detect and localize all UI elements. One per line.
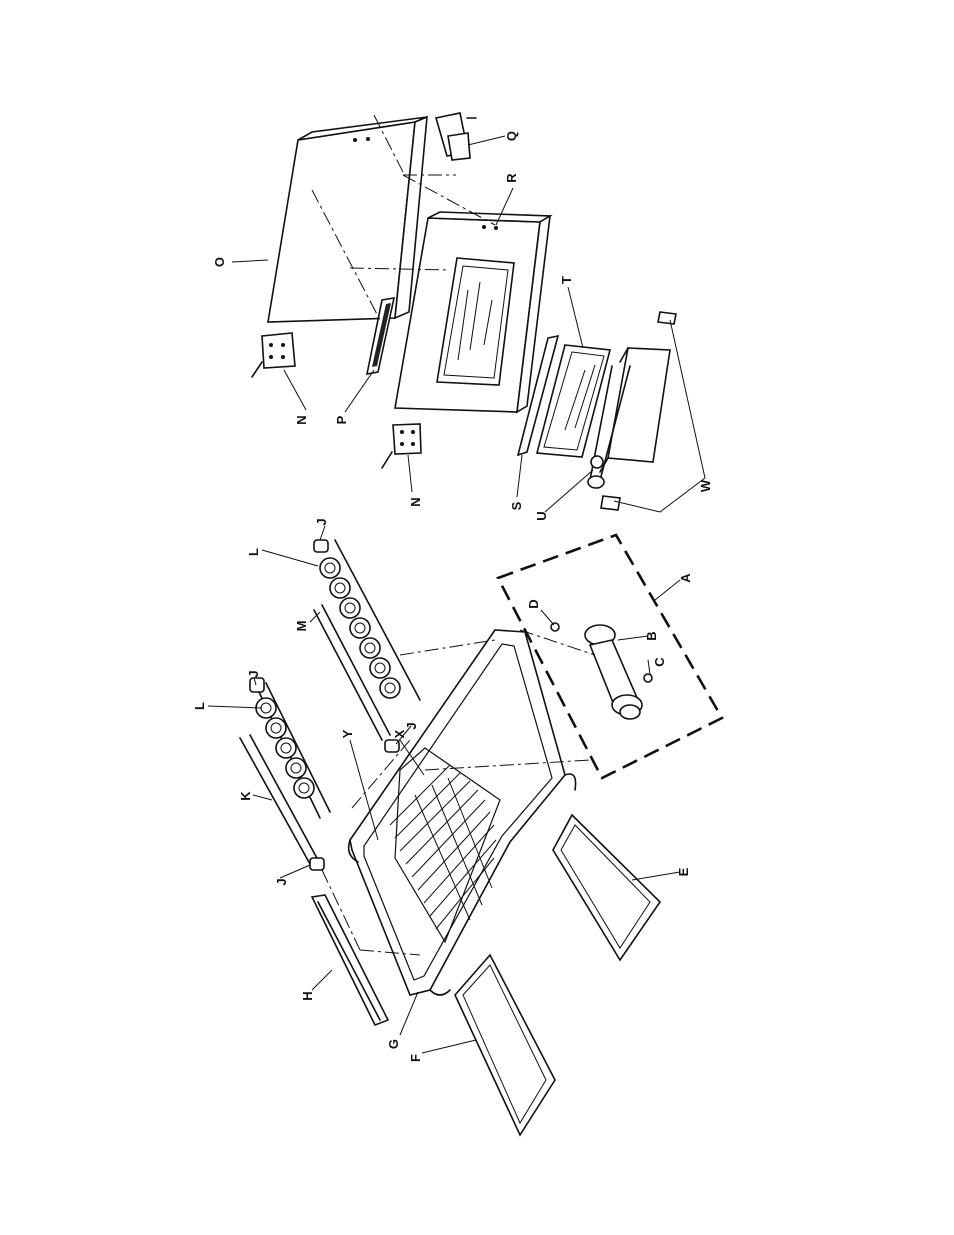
- callout-E: E: [676, 867, 691, 876]
- callout-J-2: J: [404, 722, 419, 729]
- callout-N-lower: N: [408, 497, 423, 506]
- callout-G: G: [386, 1039, 401, 1049]
- panel-F: [455, 955, 555, 1135]
- door-frame-R: [395, 212, 550, 412]
- knob-strip-upper-J-K-L: [240, 678, 330, 870]
- callout-X: X: [392, 729, 407, 738]
- callout-P: P: [334, 415, 349, 424]
- callout-T: T: [559, 276, 574, 284]
- callout-U: U: [534, 511, 549, 520]
- callout-Y: Y: [340, 729, 355, 738]
- hinge-N-upper: [252, 333, 295, 377]
- hinge-N-lower: [382, 424, 421, 468]
- callout-B: B: [644, 631, 659, 640]
- callout-W: W: [698, 479, 713, 492]
- callout-L-1: L: [246, 548, 261, 556]
- callout-Q: Q: [504, 131, 519, 141]
- callout-L-2: L: [192, 702, 207, 710]
- rail-H: [312, 895, 388, 1025]
- callout-O: O: [212, 257, 227, 267]
- callout-M: M: [294, 621, 309, 632]
- callout-R: R: [504, 173, 519, 183]
- panel-E: [553, 815, 660, 960]
- top-cover-O: [268, 117, 427, 322]
- callout-H: H: [300, 991, 315, 1000]
- callout-J-3: J: [246, 670, 261, 677]
- callout-A: A: [678, 573, 693, 583]
- latch-Q: [436, 113, 476, 160]
- knob-strip-lower-J-L-M: [314, 540, 420, 752]
- callout-N-upper: N: [294, 415, 309, 424]
- callout-S: S: [509, 501, 524, 510]
- callout-F: F: [408, 1054, 423, 1062]
- callout-K: K: [238, 791, 253, 801]
- callout-C: C: [652, 657, 667, 667]
- callout-D: D: [526, 599, 541, 608]
- callout-J-1: J: [314, 518, 329, 525]
- callout-J-4: J: [274, 878, 289, 885]
